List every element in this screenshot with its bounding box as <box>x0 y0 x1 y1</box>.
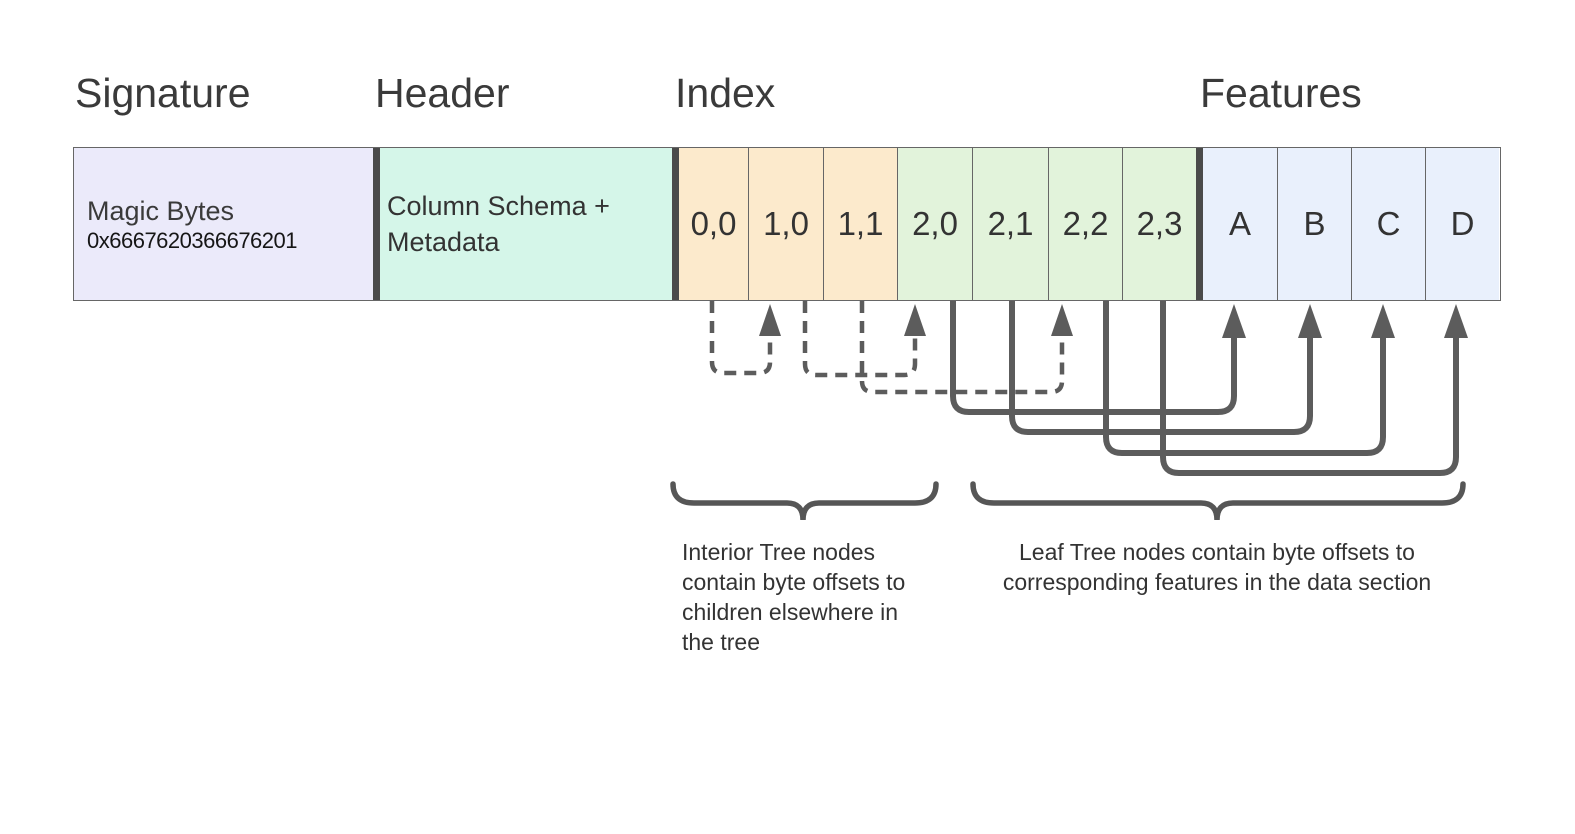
header-cell-text: Column Schema + Metadata <box>387 191 610 257</box>
index-cell-label: 2,2 <box>1062 205 1109 242</box>
section-title-index: Index <box>675 70 776 116</box>
feature-cell-a: A <box>1203 148 1277 300</box>
magic-bytes-label: Magic Bytes <box>87 195 235 226</box>
index-cell-label: 1,1 <box>837 205 884 242</box>
feature-cell-label: D <box>1450 205 1475 242</box>
interior-node-arrows <box>709 301 1065 395</box>
brace-interior-nodes <box>670 481 939 521</box>
arrow-2-1-to-b <box>1009 301 1313 435</box>
arrow-1-0-to-2-0 <box>802 301 918 378</box>
leaf-node-arrows <box>950 301 1459 476</box>
feature-cell-label: A <box>1228 205 1251 242</box>
brace-leaf-nodes <box>970 481 1466 521</box>
section-title-header: Header <box>375 70 510 116</box>
arrowhead-into-a <box>1222 304 1246 338</box>
feature-cell-b: B <box>1277 148 1351 300</box>
arrowhead-into-2-2 <box>1051 304 1073 336</box>
index-cell-2-0: 2,0 <box>897 148 972 300</box>
arrowhead-into-d <box>1444 304 1468 338</box>
magic-bytes-hex: 0x6667620366676201 <box>87 227 298 253</box>
byte-layout-table: Magic Bytes 0x6667620366676201 Column Sc… <box>73 147 1501 301</box>
arrow-2-0-to-a <box>950 301 1237 415</box>
section-title-signature: Signature <box>75 70 251 116</box>
interior-arrowheads <box>759 304 1073 336</box>
separator-signature-header <box>373 148 380 300</box>
arrowhead-into-b <box>1298 304 1322 338</box>
arrow-2-2-to-c <box>1103 301 1386 456</box>
interior-nodes-caption: Interior Tree nodes contain byte offsets… <box>682 539 906 655</box>
leaf-arrowheads <box>1222 304 1468 338</box>
arrow-2-3-to-d <box>1160 301 1459 476</box>
annotation-braces <box>670 481 1466 521</box>
separator-header-index <box>672 148 679 300</box>
arrow-0-0-to-1-0 <box>709 301 773 376</box>
arrowhead-into-2-0 <box>904 304 926 336</box>
separator-index-features <box>1196 148 1203 300</box>
arrow-1-1-to-2-2 <box>859 301 1065 395</box>
index-cell-2-2: 2,2 <box>1048 148 1122 300</box>
section-title-features: Features <box>1200 70 1362 116</box>
leaf-nodes-caption: Leaf Tree nodes contain byte offsets to … <box>1002 539 1432 595</box>
arrowhead-into-c <box>1371 304 1395 338</box>
index-cell-1-1: 1,1 <box>823 148 897 300</box>
index-cell-1-0: 1,0 <box>748 148 823 300</box>
index-cell-label: 0,0 <box>690 205 737 242</box>
signature-cell: Magic Bytes 0x6667620366676201 <box>74 148 373 300</box>
index-cell-2-1: 2,1 <box>972 148 1048 300</box>
index-cell-label: 1,0 <box>763 205 809 242</box>
arrowhead-into-1-0 <box>759 304 781 336</box>
index-cell-0-0: 0,0 <box>679 148 748 300</box>
header-cell: Column Schema + Metadata <box>380 148 672 300</box>
feature-cell-label: B <box>1303 205 1326 242</box>
index-cell-2-3: 2,3 <box>1122 148 1196 300</box>
index-cell-label: 2,3 <box>1136 205 1183 242</box>
feature-cell-c: C <box>1351 148 1425 300</box>
index-cell-label: 2,1 <box>987 205 1034 242</box>
index-cell-label: 2,0 <box>912 205 958 242</box>
feature-cell-label: C <box>1376 205 1401 242</box>
feature-cell-d: D <box>1425 148 1499 300</box>
